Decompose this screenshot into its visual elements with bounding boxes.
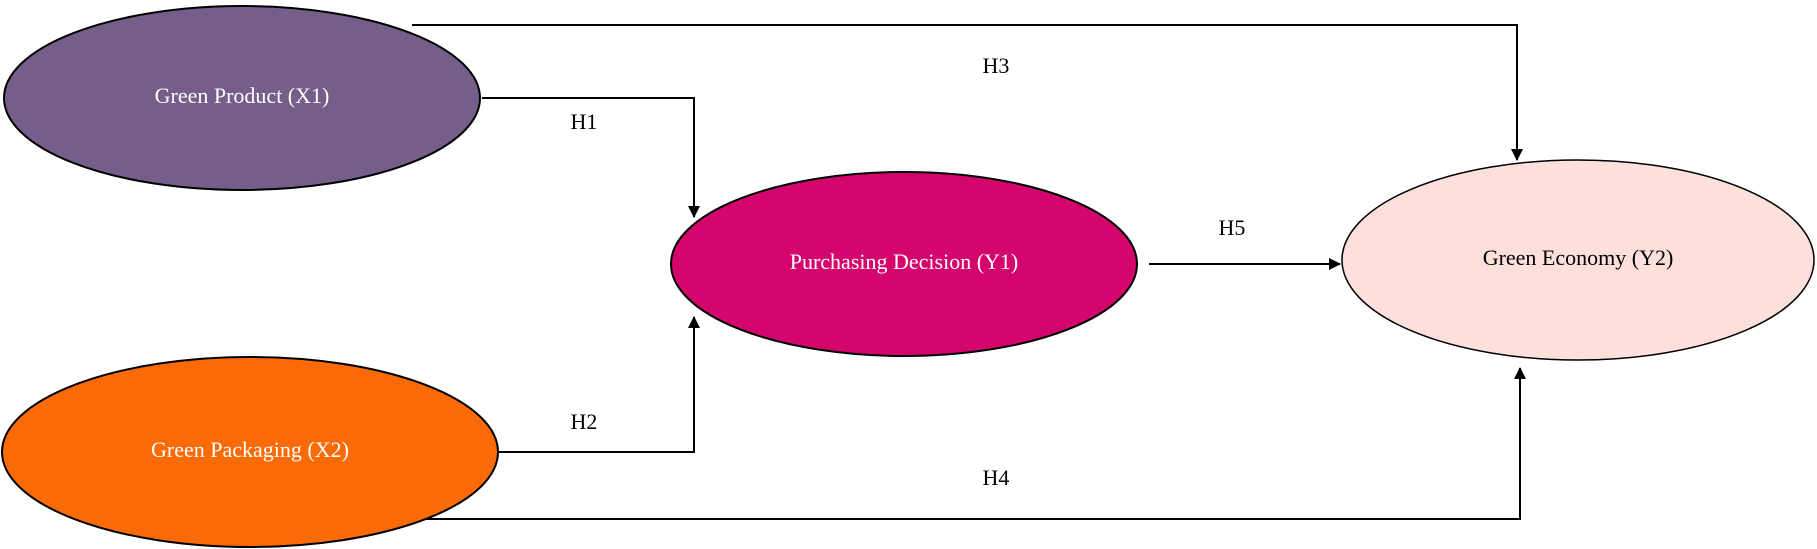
node-green-economy-label: Green Economy (Y2) — [1483, 245, 1674, 270]
node-green-product: Green Product (X1) — [3, 5, 481, 191]
edges — [408, 24, 1526, 520]
edge-h3 — [412, 24, 1523, 161]
node-purchasing-decision-shape — [670, 171, 1138, 357]
node-green-economy: Green Economy (Y2) — [1341, 159, 1815, 361]
edge-label-h1: H1 — [571, 109, 598, 134]
node-green-economy-shape — [1341, 159, 1815, 361]
node-green-packaging: Green Packaging (X2) — [1, 356, 499, 548]
edge-h1 — [482, 97, 700, 218]
edge-labels: H3 H1 H5 H2 H4 — [571, 53, 1246, 490]
edge-label-h5: H5 — [1219, 215, 1246, 240]
edge-h4 — [408, 367, 1526, 520]
edge-label-h4: H4 — [983, 465, 1010, 490]
node-green-packaging-shape — [1, 356, 499, 548]
node-green-product-label: Green Product (X1) — [155, 83, 330, 108]
node-green-packaging-label: Green Packaging (X2) — [151, 437, 349, 462]
node-purchasing-decision: Purchasing Decision (Y1) — [670, 171, 1138, 357]
edge-label-h3: H3 — [983, 53, 1010, 78]
edge-h2 — [498, 316, 700, 453]
edge-label-h2: H2 — [571, 409, 598, 434]
node-purchasing-decision-label: Purchasing Decision (Y1) — [790, 249, 1019, 274]
node-green-product-shape — [3, 5, 481, 191]
